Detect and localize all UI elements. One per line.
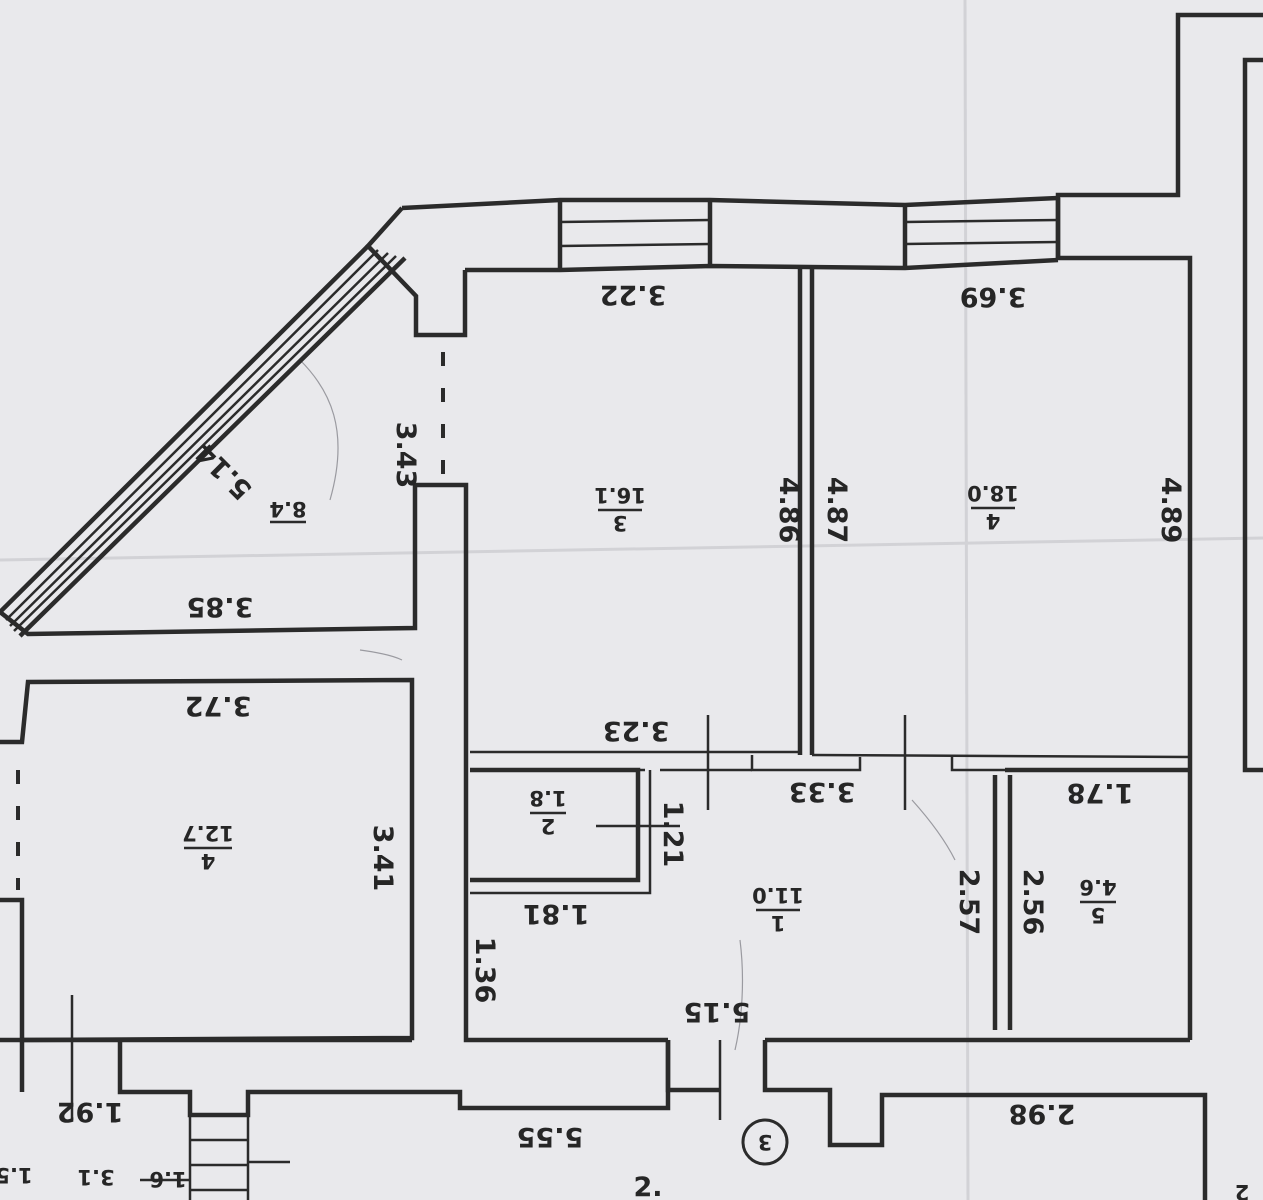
- room-label-4-left: 4 12.7: [182, 821, 234, 873]
- dim-121: 1.21: [657, 801, 688, 868]
- room-label-1: 1 11.0: [752, 883, 804, 935]
- dim-333: 3.33: [789, 776, 856, 807]
- bottom-num-1-6: 1.6: [149, 1167, 186, 1191]
- dim-555: 5.55: [517, 1121, 584, 1152]
- dim-341: 3.41: [367, 825, 398, 892]
- room-area: 18.0: [967, 481, 1019, 505]
- dim-181: 1.81: [523, 898, 590, 929]
- room-area: 12.7: [182, 821, 234, 845]
- dim-489: 4.89: [1155, 477, 1186, 544]
- room-area: 1.8: [529, 786, 566, 810]
- room-number: 1: [771, 911, 786, 935]
- dim-257: 2.57: [953, 869, 984, 936]
- room-number: 4: [986, 509, 1001, 533]
- room-number: 3: [613, 511, 628, 535]
- dim-322: 3.22: [600, 279, 667, 310]
- room-number: 5: [1091, 903, 1106, 927]
- room-label-4-top: 4 18.0: [967, 481, 1019, 533]
- dim-192: 1.92: [57, 1096, 124, 1127]
- dimension-labels: 3.22 3.69 3.43 5.14 4.86 4.87 4.89 3.85 …: [57, 279, 1186, 1152]
- dim-369: 3.69: [960, 281, 1027, 312]
- room-number: 4: [201, 849, 216, 873]
- dim-178: 1.78: [1067, 777, 1134, 808]
- room-area: 16.1: [594, 483, 646, 507]
- room-label-5: 5 4.6: [1079, 875, 1116, 927]
- dim-486: 4.86: [773, 477, 804, 544]
- corner-label-2: 2: [1235, 1180, 1250, 1200]
- room-area: 11.0: [752, 883, 804, 907]
- room-labels: 3 16.1 4 18.0 8.4 2 1.8 4 12.7 5: [182, 481, 1117, 935]
- section-marker: [741, 1118, 789, 1166]
- dim-343: 3.43: [390, 422, 421, 489]
- dim-323: 3.23: [603, 715, 670, 746]
- room-area: 4.6: [1079, 875, 1116, 899]
- bottom-label-2: 2.: [633, 1172, 662, 1200]
- room-number: 2: [541, 814, 556, 838]
- dim-515: 5.15: [684, 996, 751, 1027]
- dim-256: 2.56: [1017, 869, 1048, 936]
- loggia-area: 8.4: [269, 497, 306, 521]
- dim-487: 4.87: [821, 477, 852, 544]
- bottom-room-3-1: 3.1: [77, 1165, 114, 1189]
- dim-385: 3.85: [187, 591, 254, 622]
- pencil-marks: [299, 359, 956, 1051]
- dim-372: 3.72: [185, 690, 252, 721]
- room-label-3: 3 16.1: [594, 483, 646, 535]
- loggia-label: 8.4: [269, 497, 307, 524]
- dim-298: 2.98: [1009, 1098, 1076, 1129]
- interior-walls: [70, 268, 1191, 1120]
- room-label-2: 2 1.8: [529, 786, 566, 838]
- dim-136: 1.36: [469, 937, 500, 1004]
- circle-number: 3: [758, 1130, 773, 1154]
- bottom-num-1-5: 1.5: [0, 1163, 33, 1187]
- edge-labels: 3 2. 3.1 1.5 1.6 2: [0, 1130, 1249, 1200]
- exterior-walls: [0, 12, 1263, 1200]
